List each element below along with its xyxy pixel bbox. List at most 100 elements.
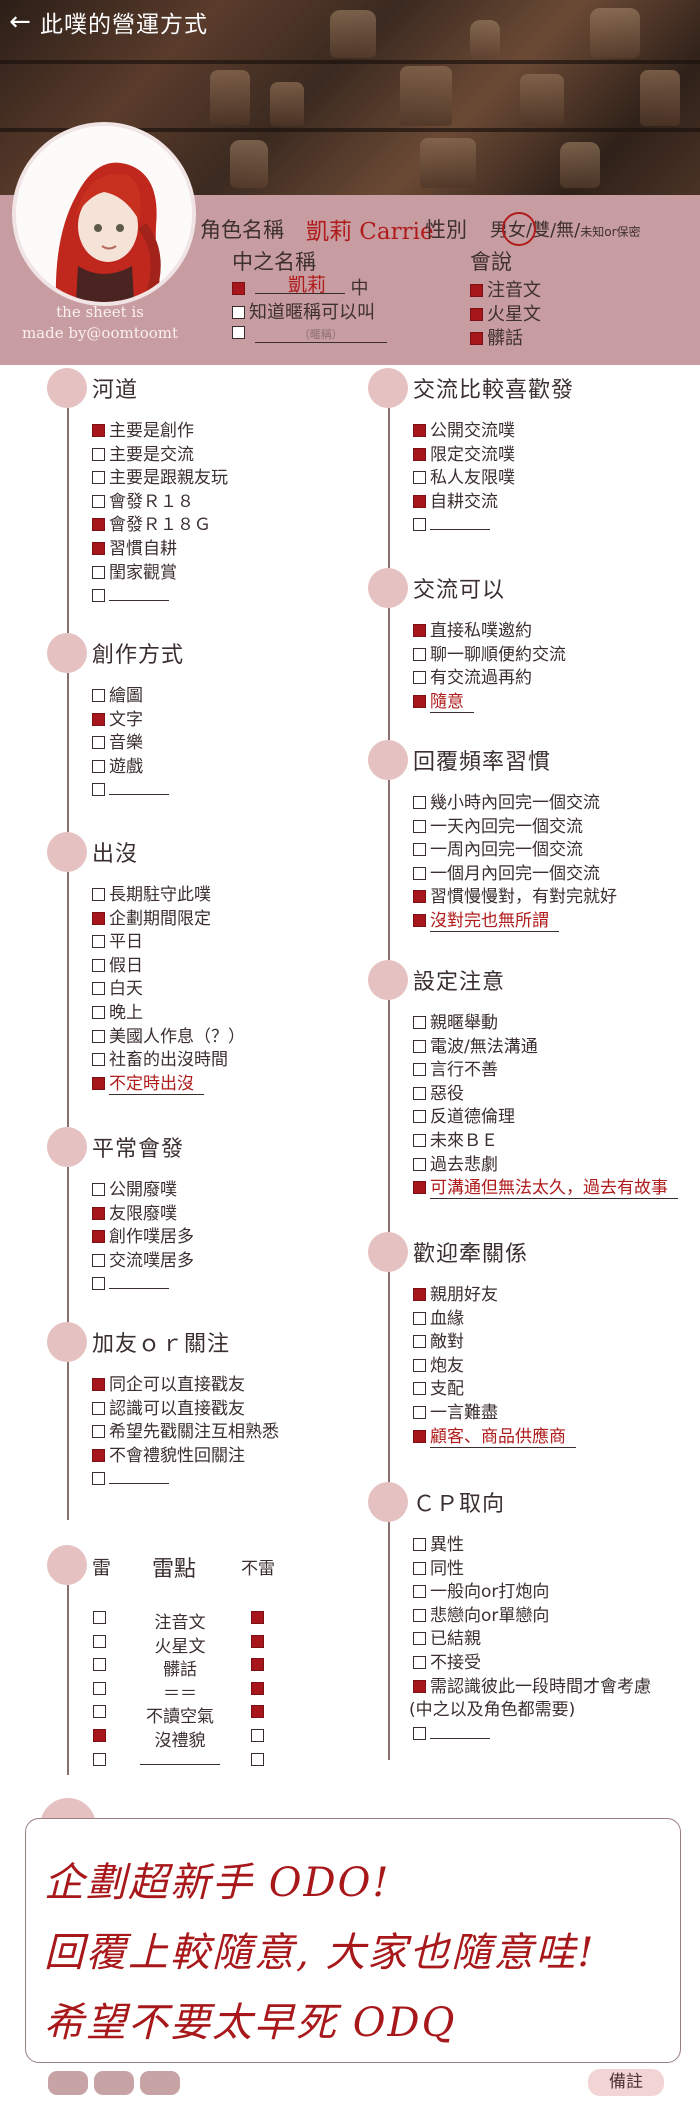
cn-name-row[interactable]: 中 [232, 274, 368, 300]
list-item[interactable]: 認識可以直接戳友 [92, 1399, 245, 1419]
checkbox-empty[interactable] [93, 1681, 106, 1695]
checkbox-empty[interactable] [92, 1053, 105, 1067]
list-item[interactable]: 反道德倫理 [413, 1107, 515, 1127]
list-item[interactable]: 限定交流噗 [413, 445, 515, 465]
checkbox-empty[interactable] [92, 1006, 105, 1019]
list-item[interactable]: 沒對完也無所謂 [413, 911, 559, 932]
checkbox-empty[interactable] [413, 1358, 426, 1372]
checkbox-checked[interactable] [470, 332, 483, 345]
page-dot[interactable] [140, 2071, 180, 2095]
checkbox-empty[interactable] [413, 1335, 426, 1349]
checkbox-empty[interactable] [413, 1039, 426, 1053]
checkbox-empty[interactable] [92, 1401, 105, 1415]
checkbox-checked[interactable] [251, 1705, 264, 1719]
cn-nickname-row[interactable]: 知道暱稱可以叫 [232, 298, 375, 324]
list-item[interactable]: 主要是交流 [92, 445, 194, 465]
checkbox-empty[interactable] [93, 1752, 106, 1766]
checkbox-checked[interactable] [413, 494, 426, 508]
checkbox-empty[interactable] [92, 935, 105, 949]
list-item[interactable]: 不會禮貌性回關注 [92, 1446, 245, 1466]
checkbox-empty[interactable] [413, 819, 426, 833]
back-arrow-icon[interactable]: ← [9, 7, 31, 37]
list-item[interactable]: 直接私噗邀約 [413, 621, 532, 641]
checkbox-empty[interactable] [413, 1016, 426, 1029]
checkbox-empty[interactable] [92, 736, 105, 750]
checkbox-checked[interactable] [92, 712, 105, 726]
note-button[interactable]: 備註 [588, 2069, 664, 2096]
list-item[interactable] [413, 1724, 490, 1744]
list-item[interactable]: 一個月內回完一個交流 [413, 864, 600, 884]
list-item[interactable]: 需認識彼此一段時間才會考慮 [413, 1677, 651, 1697]
checkbox-empty[interactable] [232, 306, 245, 319]
checkbox-empty[interactable] [413, 1632, 426, 1646]
list-item[interactable]: 企劃期間限定 [92, 909, 211, 929]
checkbox-empty[interactable] [413, 1585, 426, 1599]
list-item[interactable]: 交流噗居多 [92, 1251, 194, 1271]
checkbox-checked[interactable] [413, 694, 426, 708]
checkbox-checked[interactable] [92, 1448, 105, 1462]
blank-line[interactable] [430, 517, 490, 531]
list-item[interactable]: 親朋好友 [413, 1285, 498, 1305]
list-item[interactable]: 文字 [92, 710, 143, 730]
checkbox-empty[interactable] [92, 565, 105, 579]
list-item[interactable]: 支配 [413, 1379, 464, 1399]
list-item[interactable]: 習慣慢慢對，有對完就好 [413, 887, 617, 907]
checkbox-empty[interactable] [413, 1382, 426, 1396]
checkbox-empty[interactable] [413, 1311, 426, 1325]
checkbox-empty[interactable] [92, 1253, 105, 1267]
checkbox-checked[interactable] [413, 424, 426, 437]
checkbox-empty[interactable] [93, 1634, 106, 1648]
checkbox-empty[interactable] [92, 494, 105, 508]
blank-line[interactable] [109, 782, 169, 796]
blank-line[interactable] [430, 1726, 490, 1739]
gender-other[interactable]: 未知or保密 [580, 225, 641, 239]
checkbox-checked[interactable] [413, 447, 426, 461]
lang-item[interactable]: 髒話 [470, 324, 523, 350]
checkbox-empty[interactable] [92, 783, 105, 797]
checkbox-empty[interactable] [413, 796, 426, 809]
list-item[interactable]: 不定時出沒 [92, 1073, 204, 1095]
checkbox-empty[interactable] [413, 1656, 426, 1669]
checkbox-empty[interactable] [413, 518, 426, 532]
list-item[interactable]: 長期駐守此噗 [92, 885, 211, 905]
list-item[interactable]: 已結親 [413, 1629, 481, 1649]
checkbox-checked[interactable] [251, 1658, 264, 1672]
checkbox-checked[interactable] [92, 1230, 105, 1244]
blank-line[interactable] [109, 1471, 169, 1485]
list-item[interactable]: 一般向or打炮向 [413, 1582, 549, 1602]
checkbox-checked[interactable] [413, 1429, 426, 1443]
checkbox-checked[interactable] [92, 424, 105, 437]
list-item[interactable]: 隨意 [413, 691, 474, 713]
list-item[interactable]: 創作噗居多 [92, 1227, 194, 1247]
list-item[interactable]: 聊一聊順便約交流 [413, 645, 566, 665]
checkbox-checked[interactable] [92, 518, 105, 532]
list-item[interactable]: 遊戲 [92, 757, 143, 777]
checkbox-checked[interactable] [470, 284, 483, 297]
checkbox-empty[interactable] [413, 1110, 426, 1124]
checkbox-checked[interactable] [251, 1611, 264, 1624]
list-item[interactable]: 血緣 [413, 1309, 464, 1329]
checkbox-empty[interactable] [93, 1658, 106, 1672]
checkbox-empty[interactable] [92, 1472, 105, 1486]
checkbox-empty[interactable] [413, 671, 426, 685]
list-item[interactable]: 炮友 [413, 1356, 464, 1376]
checkbox-checked[interactable] [92, 1378, 105, 1391]
checkbox-empty[interactable] [413, 866, 426, 880]
list-item[interactable]: 可溝通但無法太久，過去有故事 [413, 1178, 678, 1200]
list-item[interactable]: 未來ＢＥ [413, 1131, 498, 1151]
list-item[interactable]: (中之以及角色都需要) [409, 1700, 575, 1720]
checkbox-empty[interactable] [413, 1086, 426, 1100]
checkbox-empty[interactable] [92, 1425, 105, 1439]
checkbox-empty[interactable] [413, 843, 426, 857]
checkbox-empty[interactable] [92, 759, 105, 773]
list-item[interactable]: 社畜的出沒時間 [92, 1050, 228, 1070]
list-item[interactable]: 親暱舉動 [413, 1013, 498, 1033]
list-item[interactable]: 私人友限噗 [413, 468, 515, 488]
list-item[interactable]: 會發Ｒ１８ [92, 492, 194, 512]
gender-female-circled[interactable]: 女 [502, 212, 536, 246]
list-item[interactable]: 友限廢噗 [92, 1204, 177, 1224]
checkbox-empty[interactable] [413, 1561, 426, 1575]
list-item[interactable] [413, 515, 490, 535]
list-item[interactable]: 自耕交流 [413, 492, 498, 512]
checkbox-empty[interactable] [92, 1183, 105, 1196]
